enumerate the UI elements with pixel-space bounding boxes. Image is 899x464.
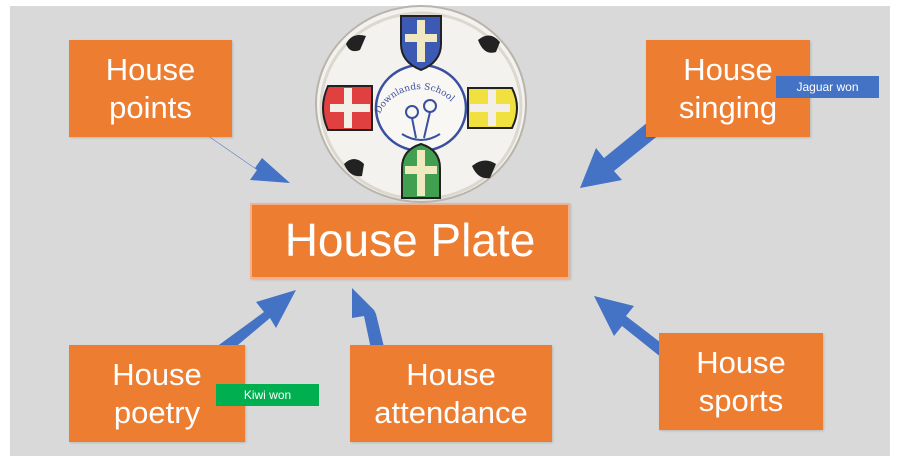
flower-icon <box>401 99 441 141</box>
house-poetry-line1: House <box>112 357 202 393</box>
arrow-singing-to-plate <box>580 122 660 188</box>
jaguar-won-tag: Jaguar won <box>776 76 879 98</box>
house-attendance-line2: attendance <box>374 394 528 430</box>
animal-top-left-icon <box>346 35 366 52</box>
arrow-poetry-to-plate <box>212 290 296 360</box>
house-poetry-line2: poetry <box>113 394 201 430</box>
house-attendance-box: House attendance <box>350 345 552 442</box>
house-points-line2: points <box>109 89 192 125</box>
shield-top-icon <box>400 15 442 72</box>
house-singing-line1: House <box>683 52 773 88</box>
house-plate-title: House Plate <box>284 214 536 267</box>
house-sports-line2: sports <box>698 382 784 418</box>
arrow-sports-to-plate <box>594 296 678 366</box>
house-poetry-box: House poetry <box>69 345 245 442</box>
animal-top-right-icon <box>478 35 500 53</box>
shield-bottom-icon <box>401 142 441 199</box>
house-points-line1: House <box>105 52 196 88</box>
kiwi-won-tag: Kiwi won <box>216 384 319 406</box>
animal-bottom-left-icon <box>344 159 364 177</box>
arrow-points-to-plate <box>200 130 290 183</box>
house-singing-line2: singing <box>678 89 778 125</box>
house-plate-box: House Plate <box>250 203 570 279</box>
house-attendance-line1: House <box>406 357 496 393</box>
house-points-box: House points <box>69 40 232 137</box>
house-sports-line1: House <box>696 345 786 381</box>
shield-right-icon <box>467 87 518 129</box>
shield-left-icon <box>322 85 373 131</box>
animal-bottom-right-icon <box>472 160 496 179</box>
house-sports-box: House sports <box>659 333 823 430</box>
